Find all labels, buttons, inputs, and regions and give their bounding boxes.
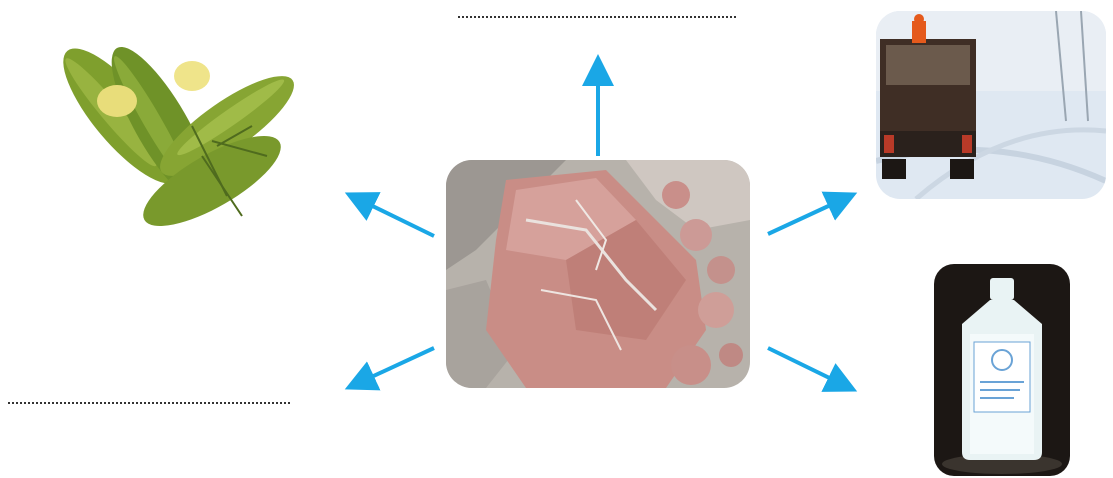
salt-truck-snowy-road-image [876,11,1106,199]
arrow-upper-left [352,196,434,236]
top-blank [458,16,736,20]
saline-iv-bottle-image [934,264,1070,476]
arrow-lower-left [352,348,434,386]
arrow-upper-right [768,196,850,234]
pickled-cucumbers-image [42,6,322,236]
arrow-lower-right [768,348,850,388]
rock-salt-image [446,160,750,388]
left-blank [8,402,290,406]
